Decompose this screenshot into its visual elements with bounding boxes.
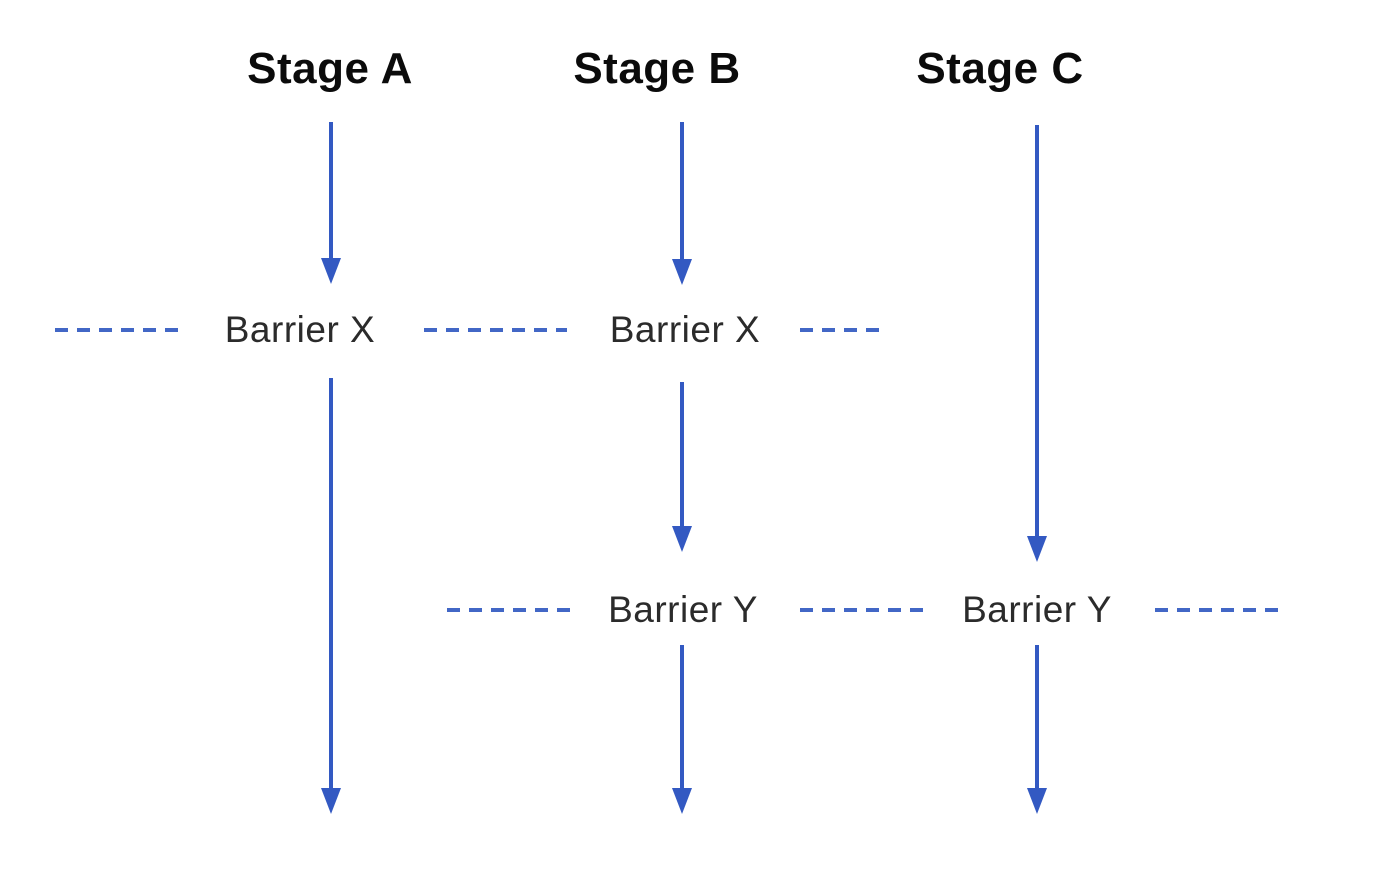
stage-c-arrowhead-lower: [1027, 788, 1047, 814]
barrier-x-label-stage-b: Barrier X: [603, 309, 767, 351]
stage-c-arrowhead-upper: [1027, 536, 1047, 562]
barrier-y-label-stage-c: Barrier Y: [956, 589, 1118, 631]
stage-c-label: Stage C: [916, 44, 1084, 93]
stage-b-arrowhead-middle: [672, 526, 692, 552]
stage-a-arrowhead-upper: [321, 258, 341, 284]
stage-b-arrowhead-lower: [672, 788, 692, 814]
stage-b-label: Stage B: [573, 44, 741, 93]
stage-b-arrowhead-upper: [672, 259, 692, 285]
stage-a-arrowhead-lower: [321, 788, 341, 814]
barrier-y-label-stage-b: Barrier Y: [602, 589, 764, 631]
stage-a-label: Stage A: [247, 44, 413, 93]
barrier-x-label-stage-a: Barrier X: [218, 309, 382, 351]
